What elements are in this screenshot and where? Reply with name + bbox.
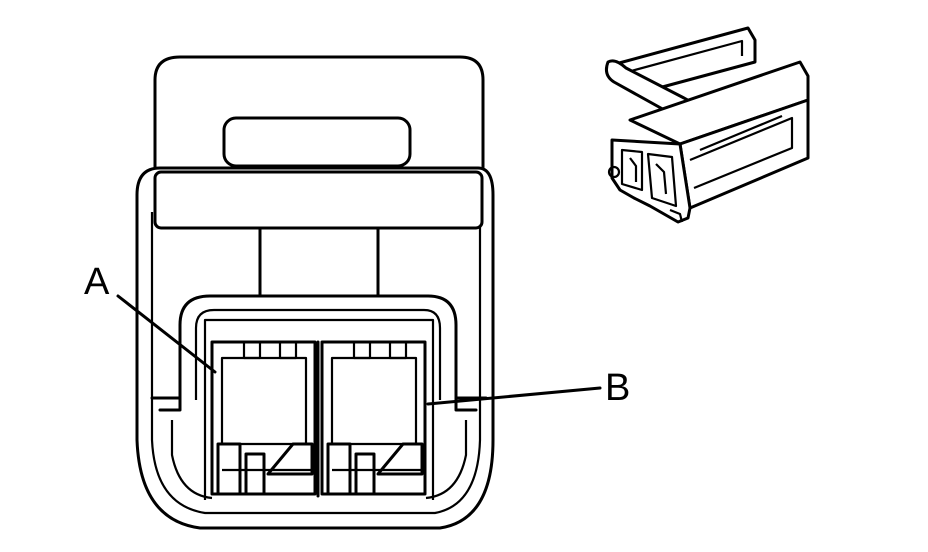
locking-band bbox=[153, 170, 484, 230]
callout-a: A bbox=[84, 261, 217, 374]
callout-a-label: A bbox=[84, 261, 110, 303]
callout-a-leader bbox=[116, 294, 217, 374]
terminal-cavity-a bbox=[210, 340, 317, 496]
latch-window bbox=[222, 116, 412, 168]
connector-front-view bbox=[135, 55, 495, 530]
callout-b: B bbox=[426, 367, 630, 409]
callout-b-leader bbox=[426, 386, 602, 406]
connector-isometric-view bbox=[605, 26, 810, 224]
callout-b-label: B bbox=[605, 367, 630, 409]
terminal-cavity-b bbox=[320, 340, 427, 496]
